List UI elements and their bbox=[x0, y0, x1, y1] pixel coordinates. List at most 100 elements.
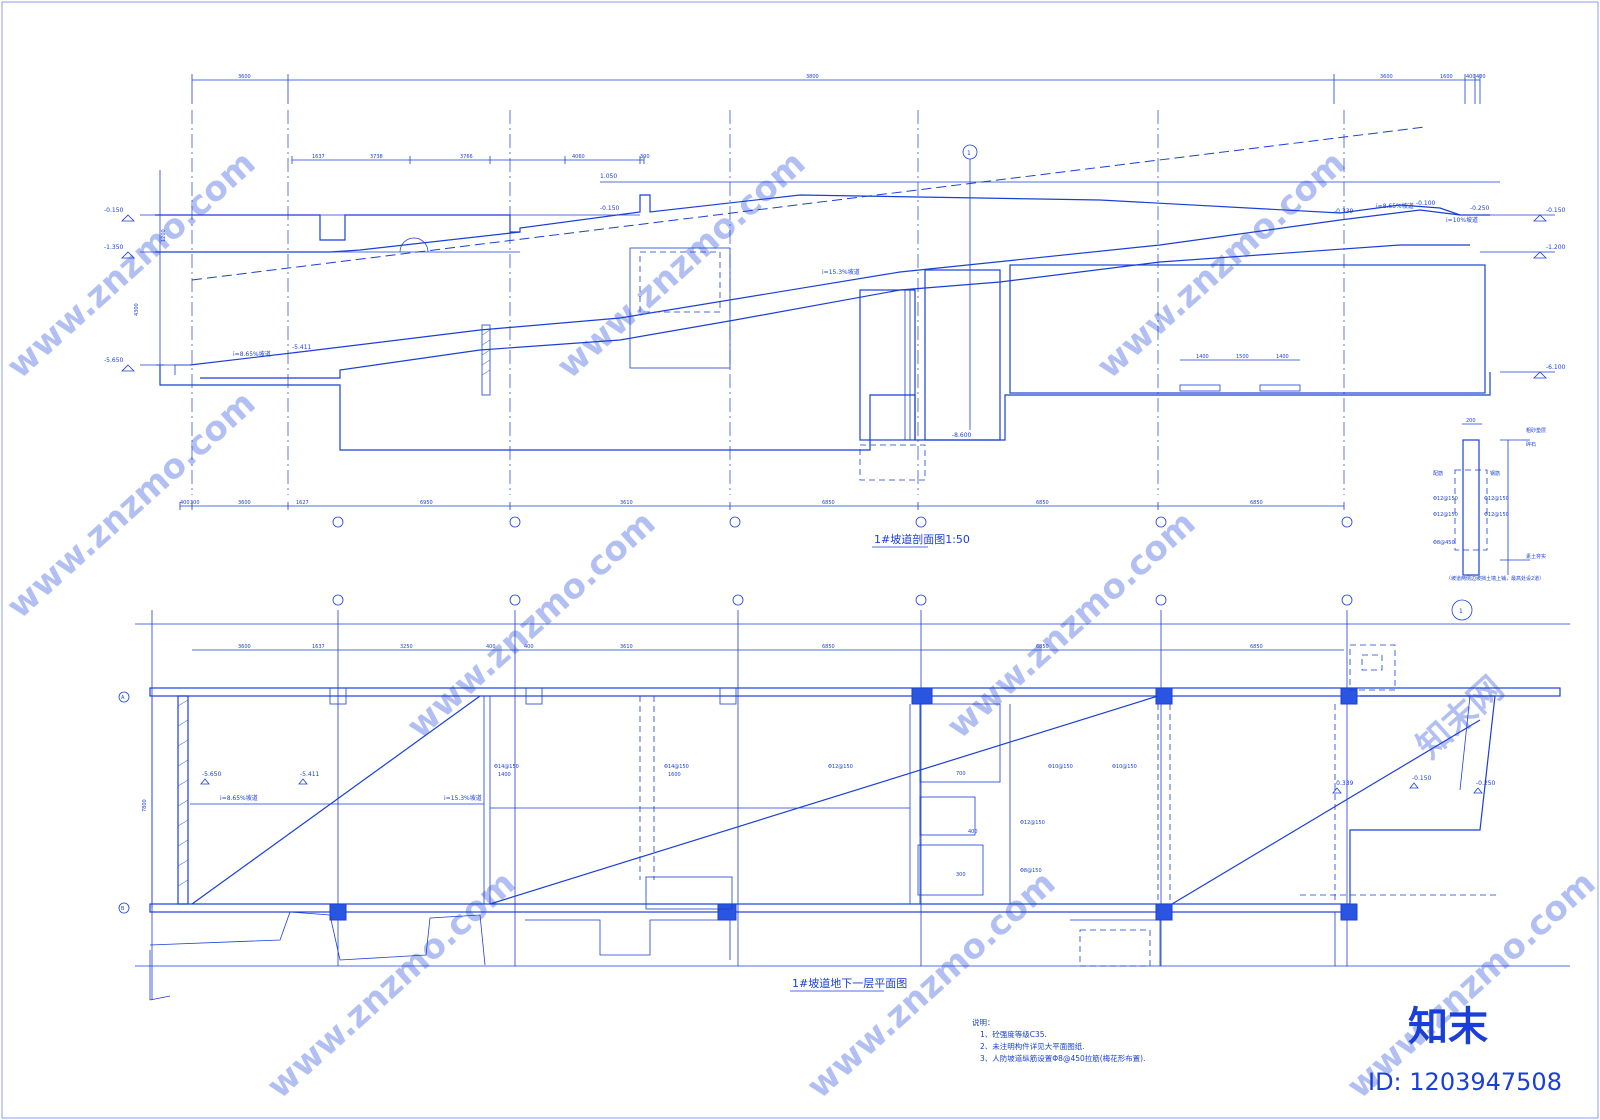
plan-axis-lines bbox=[151, 610, 1348, 1000]
inner-dim-3: 1400 bbox=[1276, 354, 1289, 360]
plan-elevation-marks bbox=[200, 778, 1483, 794]
watermark-5: www.znzmo.com bbox=[399, 503, 663, 746]
base-slab-inner bbox=[174, 364, 190, 375]
plan-elev-2: -5.411 bbox=[300, 771, 320, 778]
plan-slope-1: i=8.65%坡道 bbox=[220, 794, 258, 802]
bottom-dim-4: 1627 bbox=[296, 500, 309, 506]
note-1: 1、砼强度等级C35. bbox=[980, 1029, 1047, 1039]
top-dim-1: 3600 bbox=[238, 74, 251, 80]
ramp-top-surface bbox=[189, 209, 1461, 366]
slope-3: i=8.65%坡道 bbox=[1376, 202, 1414, 210]
base-slab bbox=[159, 365, 1491, 451]
image-id-label: ID: 1203947508 bbox=[1368, 1068, 1562, 1096]
notes-heading: 说明： bbox=[972, 1017, 995, 1027]
detail-label-9: Φ8@450 bbox=[1433, 540, 1455, 546]
bottom-dim-9: 6850 bbox=[1250, 500, 1263, 506]
notes-block: 说明： 1、砼强度等级C35. 2、未注明构件详见大平面图纸. 3、人防坡道纵筋… bbox=[972, 1017, 1146, 1063]
bottom-dim-3: 3600 bbox=[238, 500, 251, 506]
north-wall bbox=[149, 687, 1561, 697]
row-bubble-a bbox=[118, 691, 130, 703]
brand-logo: 知末 bbox=[1408, 1004, 1488, 1050]
note-2: 2、未注明构件详见大平面图纸. bbox=[980, 1041, 1085, 1051]
plan-top-dim-5: 400 bbox=[524, 644, 534, 650]
detail-rebar-cage bbox=[1454, 469, 1488, 551]
detail-label-1: 配筋 bbox=[1433, 470, 1443, 477]
room-tag-4: 1400 bbox=[498, 772, 511, 778]
west-wall-hatching bbox=[177, 699, 189, 887]
top-dim-5: 400 bbox=[1466, 74, 1476, 80]
upper-dim-1: 1637 bbox=[312, 154, 325, 160]
top-dim-2: 3800 bbox=[806, 74, 819, 80]
top-dim-4: 1600 bbox=[1440, 74, 1453, 80]
ground-grade-line bbox=[191, 126, 1426, 281]
plan-top-dim-8: 6850 bbox=[1036, 644, 1049, 650]
note-3: 3、人防坡道纵筋设置Φ8@450拉筋(梅花形布置). bbox=[980, 1053, 1146, 1063]
ramp-diagonal-1 bbox=[191, 695, 481, 905]
elev-left-3: -5.650 bbox=[104, 357, 124, 364]
dashed-pit-box bbox=[639, 251, 721, 313]
elev-mid-4: -8.600 bbox=[952, 432, 972, 439]
rebar-tag-2: Φ14@150 bbox=[664, 764, 689, 770]
upper-slab-underside bbox=[155, 231, 521, 253]
left-vdim-2: 4300 bbox=[134, 303, 140, 316]
row-bubble-b-label: B bbox=[121, 906, 125, 912]
watermark-10: 知末网 bbox=[1409, 669, 1512, 767]
slope-1: i=8.65%坡道 bbox=[233, 350, 271, 358]
row-bubble-a-label: A bbox=[121, 695, 125, 701]
elev-left-1: -0.150 bbox=[104, 207, 124, 214]
elev-mid-3: -5.411 bbox=[292, 344, 312, 351]
section-title: 1#坡道剖面图1:50 bbox=[874, 532, 970, 546]
elev-mid-7: -0.339 bbox=[1334, 208, 1354, 215]
detail-bubble bbox=[1451, 599, 1473, 621]
rebar-tag-5: Φ10@150 bbox=[1048, 764, 1073, 770]
top-dim-6: 400 bbox=[1476, 74, 1486, 80]
elev-mid-6: -0.250 bbox=[1470, 205, 1490, 212]
plan-elev-1: -5.650 bbox=[202, 771, 222, 778]
inner-dim-2: 1500 bbox=[1236, 354, 1249, 360]
detail-wall bbox=[1462, 439, 1480, 576]
section-axis-bubbles bbox=[332, 516, 1353, 528]
drain-arc bbox=[399, 237, 429, 253]
elev-mid-5: -0.100 bbox=[1416, 200, 1436, 207]
room-tag-3: 300 bbox=[956, 872, 966, 878]
plan-elev-3: -0.339 bbox=[1334, 780, 1354, 787]
detail-note-1: 素土夯实 bbox=[1526, 553, 1546, 560]
row-bubble-b bbox=[118, 902, 130, 914]
slope-2: i=15.3%坡道 bbox=[822, 268, 860, 276]
ramp-underside bbox=[200, 244, 1470, 379]
shaft-right bbox=[924, 269, 1001, 441]
watermark-7: www.znzmo.com bbox=[259, 863, 523, 1106]
watermark-4: www.znzmo.com bbox=[0, 383, 263, 626]
stair-shaft bbox=[1349, 644, 1396, 691]
detail-label-4: 碎石 bbox=[1526, 441, 1536, 448]
left-elevation-marks bbox=[121, 214, 135, 372]
watermark-layer: www.znzmo.com www.znzmo.com www.znzmo.co… bbox=[0, 143, 1600, 1106]
detail-top-dim-label: 200 bbox=[1466, 418, 1476, 424]
plan-interior-walls bbox=[483, 695, 1500, 910]
detail-bubble-label: 1 bbox=[1459, 608, 1463, 615]
plan-top-dim-4: 400 bbox=[486, 644, 496, 650]
plan-top-dim-1: 3600 bbox=[238, 644, 251, 650]
plan-left-vdim: 7800 bbox=[142, 799, 148, 812]
elev-left-2: -1.350 bbox=[104, 244, 124, 251]
detail-label-3: 粗砂垫层 bbox=[1526, 427, 1546, 434]
watermark-2: www.znzmo.com bbox=[549, 143, 813, 386]
bottom-dim-8: 6850 bbox=[1036, 500, 1049, 506]
upper-dim-4: 4060 bbox=[572, 154, 585, 160]
watermark-6: www.znzmo.com bbox=[939, 503, 1203, 746]
right-elevation-marks bbox=[1533, 214, 1547, 379]
upper-dimension-ticks bbox=[291, 156, 645, 164]
bottom-dim-1: 400 bbox=[180, 500, 190, 506]
plan-top-dim-6: 3610 bbox=[620, 644, 633, 650]
elev-mid-2: -0.150 bbox=[600, 205, 620, 212]
room-tag-1: 700 bbox=[956, 771, 966, 777]
room-tag-5: 1600 bbox=[668, 772, 681, 778]
elev-mid-1: 1.050 bbox=[600, 173, 617, 180]
sump-box bbox=[859, 444, 926, 481]
plan-view: 3600 1637 3250 400 400 3610 6850 6850 68… bbox=[118, 594, 1570, 1001]
bottom-dimension-ticks bbox=[179, 502, 1345, 510]
ramp-diagonal-3 bbox=[1171, 719, 1481, 905]
elev-right-1: -0.150 bbox=[1546, 207, 1566, 214]
detail-label-8: Φ12@150 bbox=[1484, 512, 1509, 518]
